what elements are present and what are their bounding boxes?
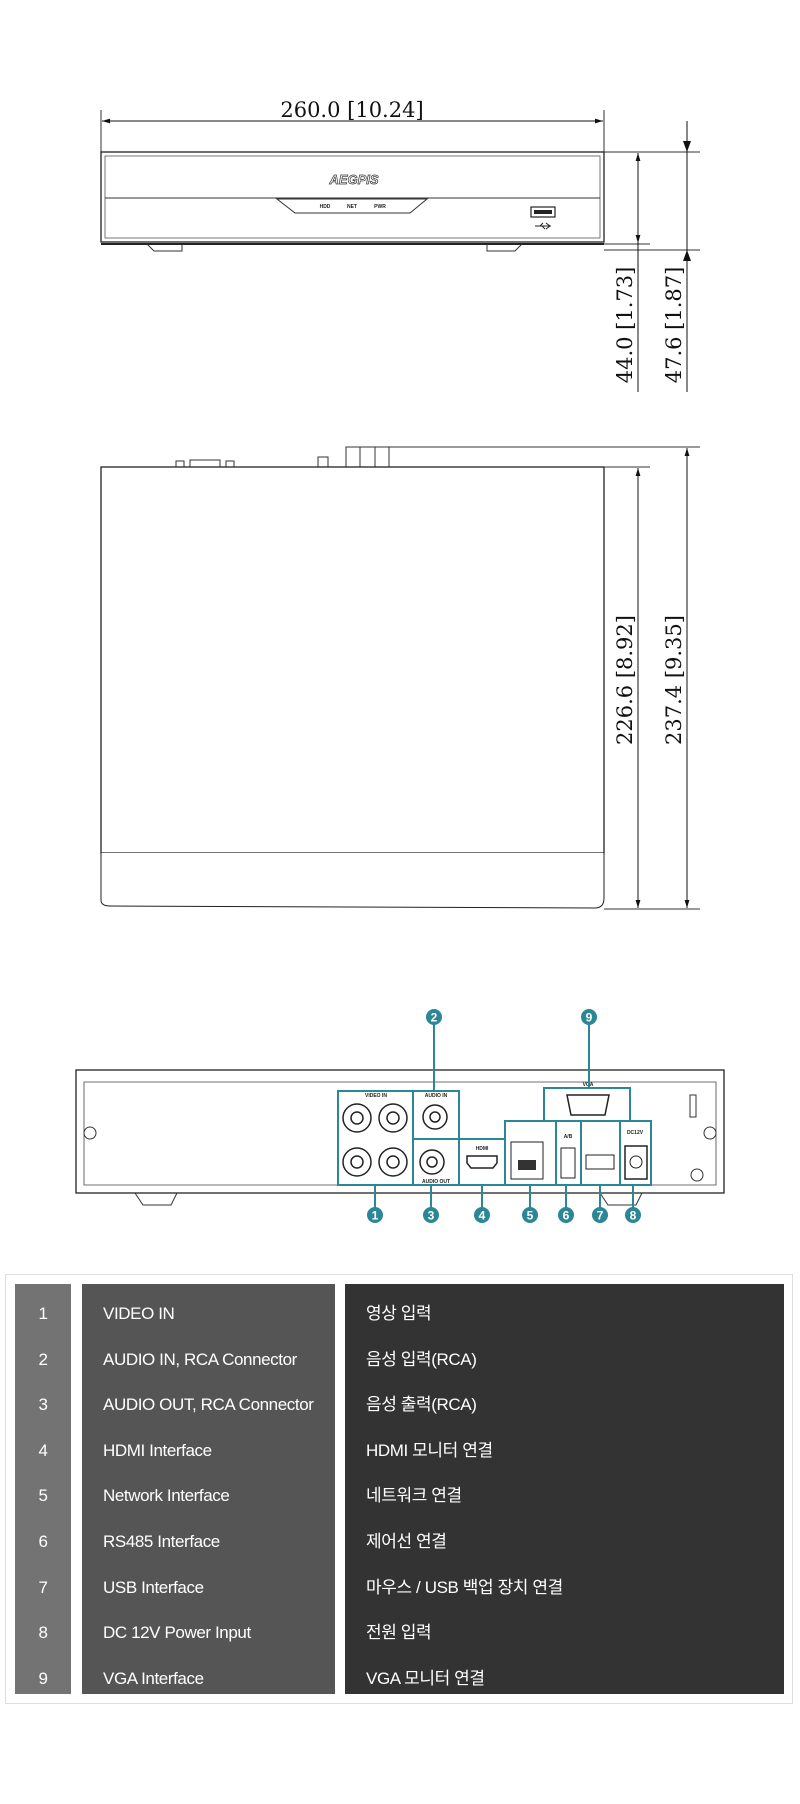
number-column: 1 2 3 4 5 6 7 8 9	[15, 1284, 71, 1694]
dimension-drawings: 260.0 [10.24] HDD NET PWR AEGPIS 44.0 [1…	[75, 98, 725, 1223]
callout-2: 2	[426, 1009, 442, 1025]
depth-outer-dimension-label: 237.4 [9.35]	[662, 615, 686, 745]
callout-7: 7	[592, 1207, 608, 1223]
table-cell-num: 3	[38, 1395, 48, 1415]
table-cell-ko: 마우스 / USB 백업 장치 연결	[366, 1577, 563, 1597]
table-cell-ko: 음성 출력(RCA)	[366, 1395, 477, 1415]
table-cell-en: AUDIO IN, RCA Connector	[103, 1349, 297, 1369]
led-label-pwr: PWR	[374, 204, 386, 210]
usb-port-icon	[530, 206, 556, 230]
top-view: 226.6 [8.92] 237.4 [9.35]	[100, 446, 700, 910]
table-cell-en: USB Interface	[103, 1577, 204, 1597]
svg-text:5: 5	[527, 1209, 534, 1223]
svg-text:1: 1	[372, 1209, 379, 1223]
table-cell-ko: 제어선 연결	[366, 1532, 447, 1551]
svg-text:8: 8	[630, 1209, 637, 1223]
callout-1: 1	[367, 1207, 383, 1223]
brand-logo: AEGPIS	[328, 172, 378, 187]
front-view: 260.0 [10.24] HDD NET PWR AEGPIS 44.0 [1…	[100, 98, 700, 392]
usb-rear-port-icon	[585, 1154, 615, 1170]
table-cell-num: 1	[38, 1304, 48, 1323]
table-cell-en: HDMI Interface	[103, 1440, 212, 1460]
svg-text:9: 9	[586, 1011, 593, 1025]
rear-view: VIDEO IN AUDIO IN AUDIO OUT HDMI A/B DC1…	[75, 1009, 725, 1223]
hdmi-label: HDMI	[476, 1146, 489, 1152]
power-port-icon	[624, 1145, 648, 1180]
callout-4: 4	[474, 1207, 490, 1223]
led-label-hdd: HDD	[320, 204, 331, 210]
table-cell-num: 8	[38, 1623, 48, 1643]
rs485-port-icon	[560, 1147, 576, 1179]
callout-3: 3	[423, 1207, 439, 1223]
table-cell-num: 5	[38, 1486, 48, 1506]
bnc-connectors	[342, 1103, 448, 1177]
svg-text:6: 6	[563, 1209, 570, 1223]
callout-5: 5	[522, 1207, 538, 1223]
vga-port-icon	[566, 1094, 610, 1116]
table-cell-en: VGA Interface	[103, 1668, 204, 1688]
front-panel-outline	[100, 151, 605, 243]
hdmi-port-icon	[466, 1155, 498, 1169]
table-cell-num: 7	[38, 1577, 48, 1597]
audio-out-label: AUDIO OUT	[422, 1179, 450, 1185]
led-panel	[275, 198, 429, 214]
table-cell-ko: VGA 모니터 연결	[366, 1668, 485, 1688]
table-cell-ko: HDMI 모니터 연결	[366, 1440, 493, 1460]
interface-table: 1 2 3 4 5 6 7 8 9 VIDEO IN AUDIO IN, RCA Connecto…	[5, 1274, 793, 1704]
table-cell-en: VIDEO IN	[103, 1304, 175, 1323]
svg-text:7: 7	[597, 1209, 604, 1223]
audio-in-label: AUDIO IN	[425, 1093, 448, 1099]
table-cell-num: 6	[38, 1532, 48, 1551]
height-inner-dimension-label: 44.0 [1.73]	[613, 267, 637, 384]
svg-text:2: 2	[431, 1011, 438, 1025]
callout-boxes	[337, 1024, 652, 1208]
table-cell-ko: 전원 입력	[366, 1623, 432, 1643]
rs485-label: A/B	[564, 1134, 573, 1140]
callout-6: 6	[558, 1207, 574, 1223]
table-cell-en: RS485 Interface	[103, 1532, 220, 1551]
led-label-net: NET	[347, 204, 357, 210]
table-cell-num: 4	[38, 1440, 48, 1460]
height-outer-dimension-label: 47.6 [1.87]	[662, 267, 686, 384]
table-cell-en: DC 12V Power Input	[103, 1623, 251, 1643]
callout-8: 8	[625, 1207, 641, 1223]
table-cell-ko: 영상 입력	[366, 1304, 432, 1323]
table-cell-en: Network Interface	[103, 1486, 230, 1506]
table-cell-en: AUDIO OUT, RCA Connector	[103, 1395, 314, 1415]
table-cell-num: 9	[38, 1668, 48, 1688]
dc-label: DC12V	[627, 1130, 644, 1136]
svg-text:4: 4	[479, 1209, 486, 1223]
depth-inner-dimension-label: 226.6 [8.92]	[613, 615, 637, 745]
callout-9: 9	[581, 1009, 597, 1025]
table-cell-ko: 네트워크 연결	[366, 1486, 462, 1506]
svg-text:3: 3	[428, 1209, 435, 1223]
width-dimension-label: 260.0 [10.24]	[280, 98, 423, 122]
table-cell-num: 2	[38, 1349, 48, 1369]
table-cell-ko: 음성 입력(RCA)	[366, 1349, 477, 1369]
top-view-outline	[100, 466, 605, 854]
video-in-label: VIDEO IN	[365, 1093, 387, 1099]
